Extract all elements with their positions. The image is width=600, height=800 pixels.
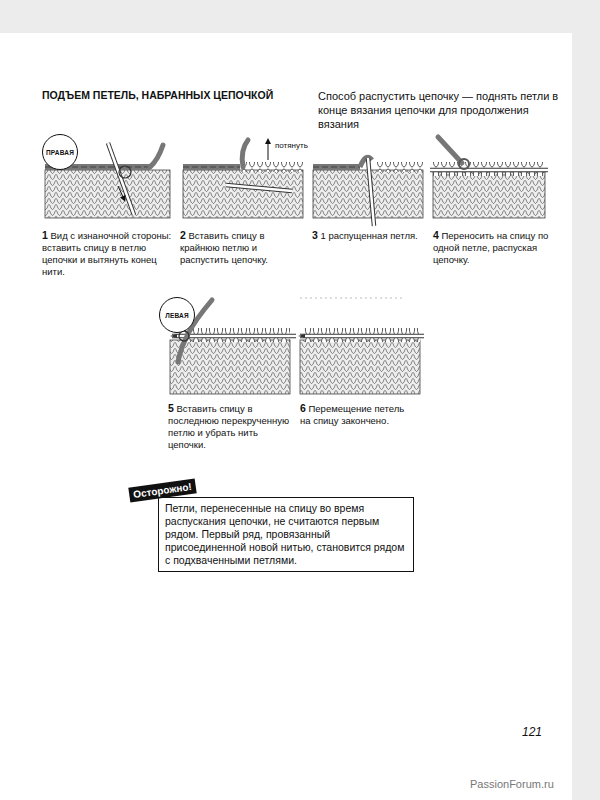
badge-text: ПРАВАЯ <box>46 149 74 156</box>
side-badge: ПРАВАЯ <box>42 134 78 170</box>
watermark: PassionForum.ru <box>470 778 554 790</box>
step-caption: 6 Перемещение петель на спицу закончено. <box>300 402 412 427</box>
callout-number: 6 <box>300 402 306 414</box>
callout-number: 4 <box>433 229 439 241</box>
badge-text: ЛЕВАЯ <box>165 312 189 319</box>
step-text: Переносить на спицу по одной петле, расп… <box>433 230 548 265</box>
step-text: Перемещение петель на спицу закончено. <box>300 403 404 426</box>
callout-number: 1 <box>42 229 48 241</box>
warning-text: Петли, перенесенные на спицу во время ра… <box>165 502 407 567</box>
page-title: ПОДЪЕМ ПЕТЕЛЬ, НАБРАННЫХ ЦЕПОЧКОЙ <box>42 89 307 101</box>
step-caption: 4 Переносить на спицу по одной петле, ра… <box>433 229 551 266</box>
step-text: Вид с изнаночной стороны: вставить спицу… <box>42 230 171 277</box>
step-text: Вставить спицу в крайнюю петлю и распуст… <box>180 230 268 265</box>
callout-number: 2 <box>180 229 186 241</box>
pull-label: потянуть <box>275 141 308 150</box>
callout-number: 5 <box>168 402 174 414</box>
step-text: 1 распущенная петля. <box>320 230 417 241</box>
page-number: 121 <box>522 725 542 739</box>
step-text: Вставить спицу в последнюю перекрученную… <box>168 403 289 450</box>
step-caption: 2 Вставить спицу в крайнюю петлю и распу… <box>180 229 306 266</box>
callout-number: 3 <box>312 229 318 241</box>
side-badge: ЛЕВАЯ <box>159 297 195 333</box>
step-caption: 3 1 распущенная петля. <box>312 229 424 242</box>
step-caption: 5 Вставить спицу в последнюю перекрученн… <box>168 402 290 451</box>
warning-box: Осторожно!Петли, перенесенные на спицу в… <box>158 497 414 572</box>
subtitle: Способ распустить цепочку — поднять петл… <box>318 89 570 131</box>
step-caption: 1 Вид с изнаночной стороны: вставить спи… <box>42 229 172 278</box>
